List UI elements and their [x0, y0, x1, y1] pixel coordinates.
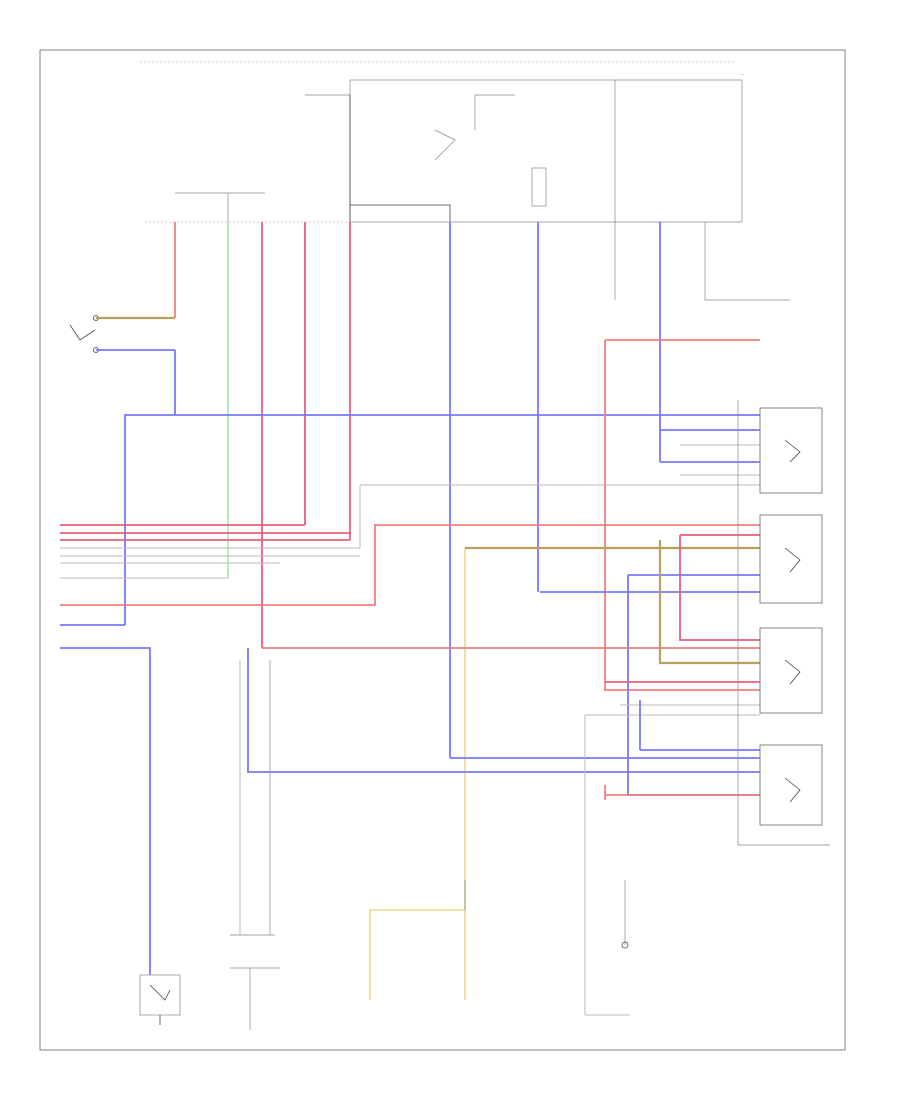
left-harness: [60, 484, 760, 975]
pink-riser: [604, 340, 760, 691]
bottom-left-switch: [139, 974, 181, 1025]
bottom-center-switch: [230, 660, 280, 1030]
relay-1: [759, 407, 823, 494]
relay-4: [759, 744, 823, 826]
blue-bus: [124, 414, 760, 625]
left-switch: [69, 222, 176, 415]
relay-3: [759, 627, 823, 714]
fuse-box-label: ...: [740, 71, 744, 76]
diagram-frame: [39, 49, 846, 1051]
top-fuse-box: ...: [305, 71, 744, 223]
bottom-right-sensor: [584, 715, 630, 1016]
relay-2: [759, 514, 823, 604]
bottom-yellow-branch: [369, 880, 466, 1000]
fuse-element: [531, 167, 547, 207]
